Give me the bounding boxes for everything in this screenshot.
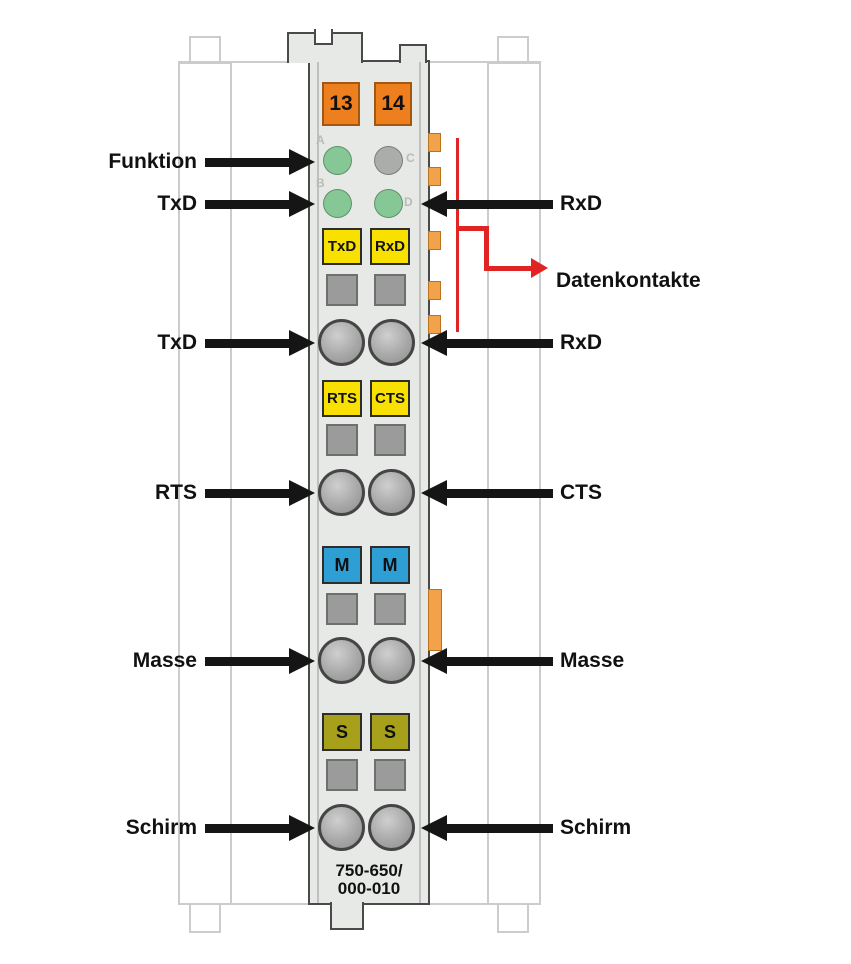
- arrow-rts: [205, 488, 289, 498]
- marker-schirm-left: S: [322, 713, 362, 751]
- led-txd-b: [323, 189, 352, 218]
- module-faceplate-line-right: [419, 62, 421, 903]
- led-letter-c: C: [406, 151, 415, 165]
- arrow-txd-led: [205, 199, 289, 209]
- data-contacts-pointer-segment: [484, 226, 489, 271]
- module-bottom-tab: [330, 902, 364, 930]
- arrow-schirm-right: [447, 823, 553, 833]
- data-contacts-pointer-segment: [456, 226, 489, 231]
- marker-schirm-right: S: [370, 713, 410, 751]
- callout-cts: CTS: [560, 481, 602, 504]
- adjacent-module-outline-right: [487, 62, 541, 905]
- terminal-block-13: 13: [322, 82, 360, 126]
- led-letter-a: A: [316, 133, 325, 147]
- callout-rxd: RxD: [560, 331, 603, 354]
- led-rxd-d: [374, 189, 403, 218]
- part-number: 750-650/ 000-010: [312, 862, 426, 898]
- marker-rxd: RxD: [370, 228, 410, 265]
- callout-rxd-led: RxD: [560, 192, 603, 215]
- arrow-rxd: [447, 338, 553, 348]
- arrow-funktion: [205, 157, 289, 167]
- callout-txd-led: TxD: [157, 192, 197, 215]
- module-top-tab: [287, 32, 363, 63]
- clamp-port-schirm-left: [318, 804, 365, 851]
- clamp-port-txd: [318, 319, 365, 366]
- data-contacts-pointer-segment: [484, 266, 533, 271]
- marker-masse-right: M: [370, 546, 410, 584]
- contact-square: [374, 424, 406, 456]
- data-contact-tab: [428, 281, 441, 300]
- part-number-line2: 000-010: [337, 879, 401, 898]
- led-letter-b: B: [316, 176, 325, 190]
- contact-square: [326, 593, 358, 625]
- led-funktion-a: [323, 146, 352, 175]
- clamp-port-masse-left: [318, 637, 365, 684]
- contact-square: [326, 424, 358, 456]
- contact-square: [326, 759, 358, 791]
- data-contact-tab: [428, 167, 441, 186]
- data-contacts-bracket-line: [456, 138, 459, 332]
- data-contacts-arrowhead-icon: [531, 258, 548, 278]
- led-letter-d: D: [404, 195, 413, 209]
- module-top-tab-notch: [314, 29, 333, 45]
- arrow-cts: [447, 488, 553, 498]
- arrow-rxd-led: [447, 199, 553, 209]
- contact-square: [374, 274, 406, 306]
- arrow-masse-left: [205, 656, 289, 666]
- adjacent-module-tab-top-right: [497, 36, 529, 64]
- contact-square: [326, 274, 358, 306]
- arrow-masse-right: [447, 656, 553, 666]
- callout-schirm-left: Schirm: [125, 816, 197, 839]
- marker-rts: RTS: [322, 380, 362, 417]
- data-contact-tab: [428, 231, 441, 250]
- contact-square: [374, 593, 406, 625]
- clamp-port-rts: [318, 469, 365, 516]
- contact-square: [374, 759, 406, 791]
- callout-masse-left: Masse: [132, 649, 197, 672]
- callout-datenkontakte: Datenkontakte: [556, 269, 701, 292]
- clamp-port-masse-right: [368, 637, 415, 684]
- clamp-port-schirm-right: [368, 804, 415, 851]
- arrow-schirm-left: [205, 823, 289, 833]
- part-number-line1: 750-650/: [335, 861, 403, 880]
- callout-funktion: Funktion: [108, 150, 197, 173]
- clamp-port-cts: [368, 469, 415, 516]
- adjacent-module-tab-bottom-right: [497, 903, 529, 933]
- callout-txd: TxD: [157, 331, 197, 354]
- led-c: [374, 146, 403, 175]
- clamp-port-rxd: [368, 319, 415, 366]
- module-top-tab-small: [399, 44, 427, 63]
- module-faceplate-line-left: [317, 62, 319, 903]
- adjacent-module-tab-top-left: [189, 36, 221, 64]
- data-contact-tab: [428, 133, 441, 152]
- terminal-block-14: 14: [374, 82, 412, 126]
- marker-txd: TxD: [322, 228, 362, 265]
- side-contact-large: [428, 589, 442, 651]
- marker-masse-left: M: [322, 546, 362, 584]
- marker-cts: CTS: [370, 380, 410, 417]
- callout-masse-right: Masse: [560, 649, 625, 672]
- arrow-txd: [205, 338, 289, 348]
- callout-schirm-right: Schirm: [560, 816, 632, 839]
- adjacent-module-tab-bottom-left: [189, 903, 221, 933]
- callout-rts: RTS: [155, 481, 197, 504]
